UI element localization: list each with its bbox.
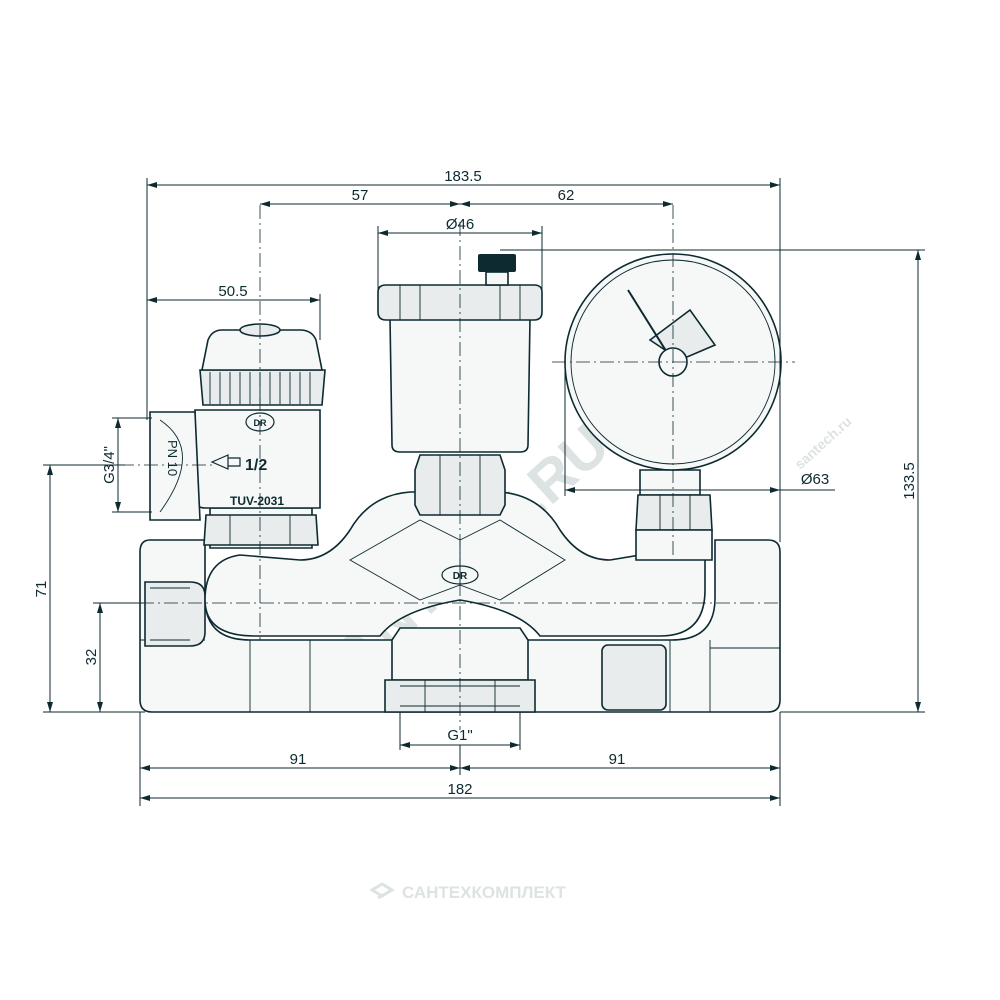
right-boss (601, 644, 667, 711)
vent-hex-nut (414, 454, 506, 516)
footer-watermark: САНТЕХКОМПЛЕКТ (369, 882, 567, 902)
dim-91-left: 91 (290, 751, 307, 768)
dim-50-5: 50.5 (218, 283, 247, 300)
valve-knurled-cap (199, 369, 326, 406)
dim-182: 182 (447, 781, 472, 798)
valve-outlet (149, 411, 201, 521)
dim-side-thread: G3/4" (101, 446, 118, 484)
dim-133-5: 133.5 (901, 462, 918, 500)
dim-91-right: 91 (609, 751, 626, 768)
vent-valve-knob-icon (478, 254, 516, 272)
center-lines (120, 205, 795, 730)
watermark-logo-icon (369, 882, 395, 900)
dim-57: 57 (352, 187, 369, 204)
valve-pn-label: PN 10 (165, 440, 180, 476)
dimension-lines: 183.5 57 62 Ø46 50.5 Ø63 133.5 71 (33, 168, 925, 806)
svg-text:САНТЕХКОМПЛЕКТ: САНТЕХКОМПЛЕКТ (402, 883, 567, 902)
valve-model-label: TUV-2031 (230, 494, 284, 508)
flow-arrow-icon (210, 454, 241, 470)
dim-71: 71 (33, 581, 50, 598)
valve-lower-nut (203, 514, 319, 546)
dim-32: 32 (83, 649, 100, 666)
left-port (144, 581, 206, 647)
dim-gauge-diameter: Ø63 (801, 471, 829, 488)
dim-62: 62 (558, 187, 575, 204)
valve-size-label: 1/2 (245, 457, 267, 474)
dim-bottom-thread: G1" (447, 727, 472, 744)
small-watermark: santech.ru (791, 413, 854, 472)
safety-valve: PN 10 1/2 TUV-2031 DR (149, 323, 326, 549)
gauge-nut (635, 494, 713, 531)
dim-183-5: 183.5 (444, 168, 482, 185)
dim-vent-diameter: Ø46 (446, 216, 474, 233)
manifold-body (139, 539, 781, 713)
